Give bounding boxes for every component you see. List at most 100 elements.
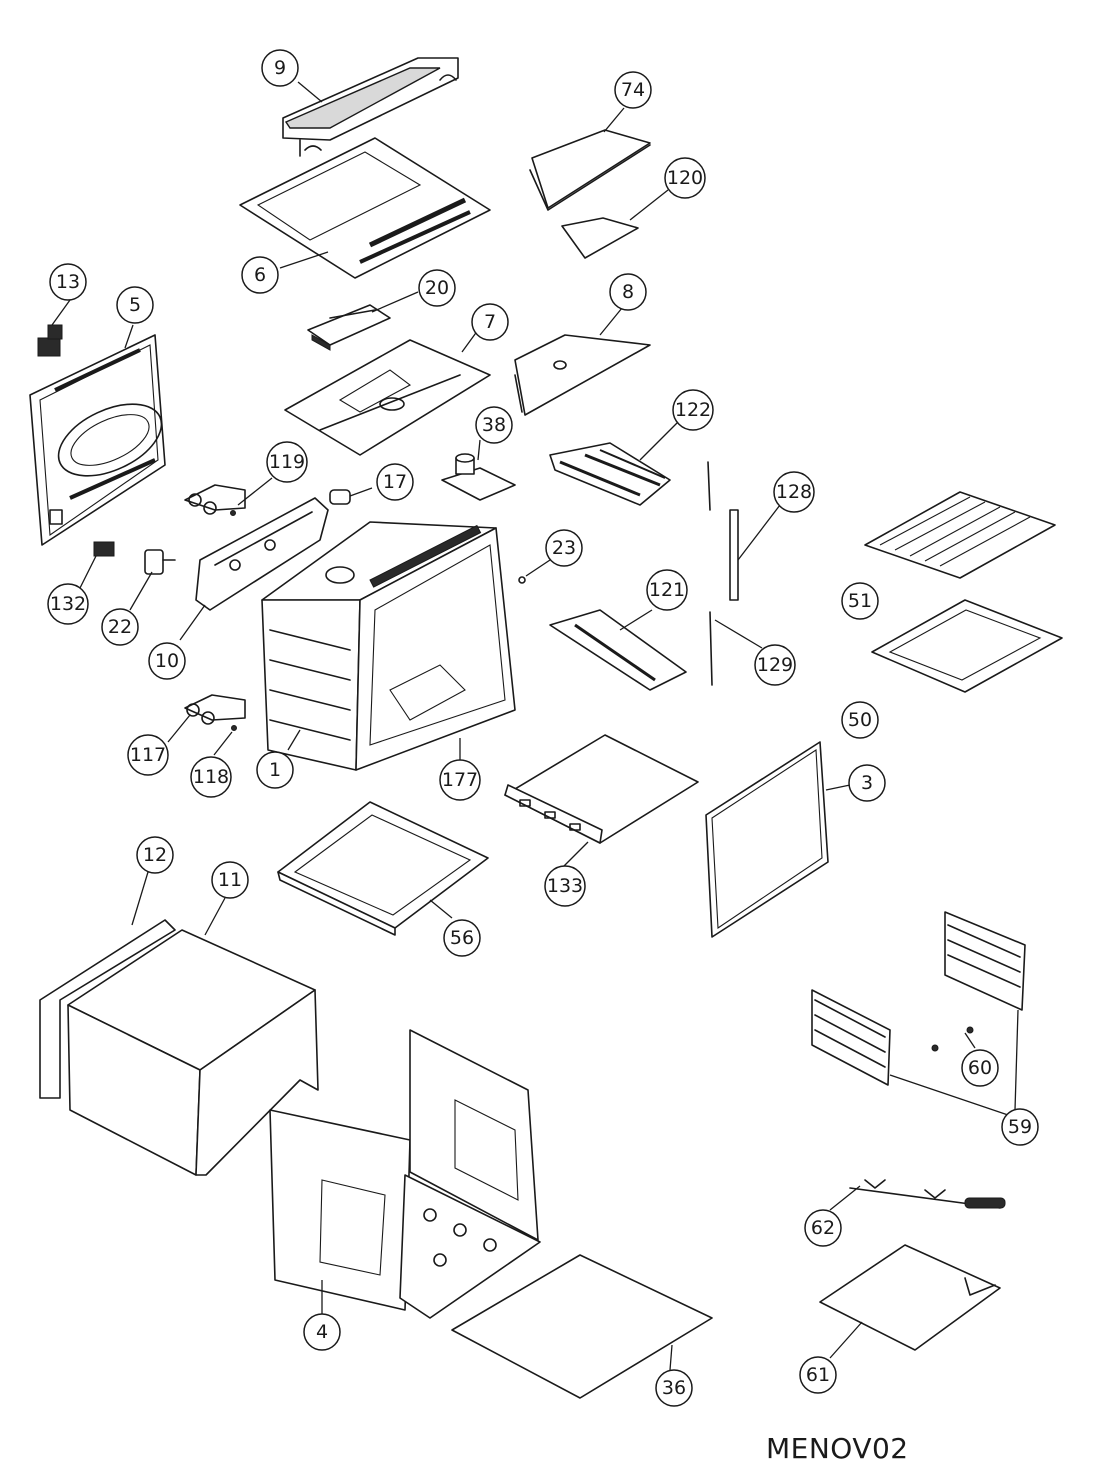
callout-56: 56 [443, 919, 481, 957]
callout-13-label: 13 [56, 271, 80, 293]
part-118-screw [231, 725, 237, 731]
part-36-base-plate [451, 1254, 713, 1399]
part-133-bottom-cover [504, 734, 699, 844]
part-7-bottom-panel [284, 339, 491, 456]
part-10-control-bracket [195, 497, 329, 611]
callout-177-label: 177 [442, 769, 478, 791]
callout-8: 8 [609, 273, 647, 311]
part-8-side-panel [514, 334, 651, 416]
part-60-screws [931, 1026, 974, 1052]
callout-121: 121 [646, 569, 688, 611]
callout-120: 120 [664, 157, 706, 199]
callout-23-label: 23 [552, 537, 576, 559]
callout-36-label: 36 [662, 1377, 686, 1399]
part-5-rear-panel [29, 334, 166, 546]
callout-6: 6 [241, 256, 279, 294]
part-20-fan-motor [307, 304, 391, 351]
callout-59-label: 59 [1008, 1116, 1032, 1138]
part-11-outer-wrap [67, 929, 319, 1176]
part-62-rotisserie-spit [849, 1179, 1006, 1209]
callout-7: 7 [471, 303, 509, 341]
callout-12: 12 [136, 836, 174, 874]
callout-8-label: 8 [622, 281, 634, 303]
callout-74: 74 [614, 71, 652, 109]
callout-122-label: 122 [675, 399, 711, 421]
callout-22-label: 22 [108, 616, 132, 638]
callout-59: 59 [1001, 1108, 1039, 1146]
callout-60: 60 [961, 1049, 999, 1087]
callout-6-label: 6 [254, 264, 266, 286]
callout-13: 13 [49, 263, 87, 301]
part-23-screw [518, 576, 526, 584]
callout-74-label: 74 [621, 79, 645, 101]
callout-60-label: 60 [968, 1057, 992, 1079]
callout-117: 117 [127, 734, 169, 776]
callout-133-label: 133 [547, 875, 583, 897]
callout-121-label: 121 [649, 579, 685, 601]
callout-133: 133 [544, 865, 586, 907]
callout-3-label: 3 [861, 772, 873, 794]
callout-38-label: 38 [482, 414, 506, 436]
callout-20-label: 20 [425, 277, 449, 299]
part-119-bracket [184, 484, 246, 516]
callout-51: 51 [841, 582, 879, 620]
callout-22: 22 [101, 608, 139, 646]
callout-128-label: 128 [776, 481, 812, 503]
callout-56-label: 56 [450, 927, 474, 949]
part-56-drawer [277, 801, 489, 936]
callout-9: 9 [261, 49, 299, 87]
part-117-bracket [184, 694, 246, 725]
callout-51-label: 51 [848, 590, 872, 612]
callout-10: 10 [148, 642, 186, 680]
callout-1: 1 [256, 751, 294, 789]
callout-61-label: 61 [806, 1364, 830, 1386]
callout-7-label: 7 [484, 311, 496, 333]
part-121-heater-bracket [549, 609, 687, 691]
callout-10-label: 10 [155, 650, 179, 672]
callout-11: 11 [211, 861, 249, 899]
callout-129-label: 129 [757, 654, 793, 676]
callout-36: 36 [655, 1369, 693, 1407]
callout-50-label: 50 [848, 709, 872, 731]
callout-1-label: 1 [269, 759, 281, 781]
part-61-spit-tray [819, 1244, 1001, 1351]
callout-23: 23 [545, 529, 583, 567]
callout-5-label: 5 [129, 294, 141, 316]
callout-11-label: 11 [218, 869, 242, 891]
callout-119: 119 [266, 441, 308, 483]
callout-3: 3 [848, 764, 886, 802]
callout-9-label: 9 [274, 57, 286, 79]
part-1-oven-cavity [261, 521, 516, 771]
callout-128: 128 [773, 471, 815, 513]
diagram-code-label: MENOV02 [766, 1432, 909, 1465]
part-128-rod [707, 461, 739, 601]
part-6-top-panel [239, 137, 491, 279]
part-3-door-glass [705, 741, 829, 938]
callout-117-label: 117 [130, 744, 166, 766]
callout-62-label: 62 [811, 1217, 835, 1239]
callout-4: 4 [303, 1313, 341, 1351]
part-17-switch [329, 489, 351, 505]
callout-118: 118 [190, 756, 232, 798]
callout-17: 17 [376, 463, 414, 501]
part-22-thermostat [144, 549, 176, 575]
leader-lines [51, 81, 1019, 1371]
part-9-top-trim [282, 57, 459, 157]
callout-62: 62 [804, 1209, 842, 1247]
callout-122: 122 [672, 389, 714, 431]
callout-177: 177 [439, 759, 481, 801]
part-74-heat-shield [529, 129, 651, 211]
callout-20: 20 [418, 269, 456, 307]
part-59-side-racks [811, 911, 1026, 1086]
part-122-heater-grid [549, 442, 671, 506]
part-120-small-cover [561, 217, 639, 259]
callout-132: 132 [47, 583, 89, 625]
callout-38: 38 [475, 406, 513, 444]
part-4-cavity-frame [269, 1029, 541, 1319]
part-132-terminal [93, 541, 115, 557]
callout-119-label: 119 [269, 451, 305, 473]
callout-120-label: 120 [667, 167, 703, 189]
part-38-lamp [441, 453, 516, 501]
callout-129: 129 [754, 644, 796, 686]
